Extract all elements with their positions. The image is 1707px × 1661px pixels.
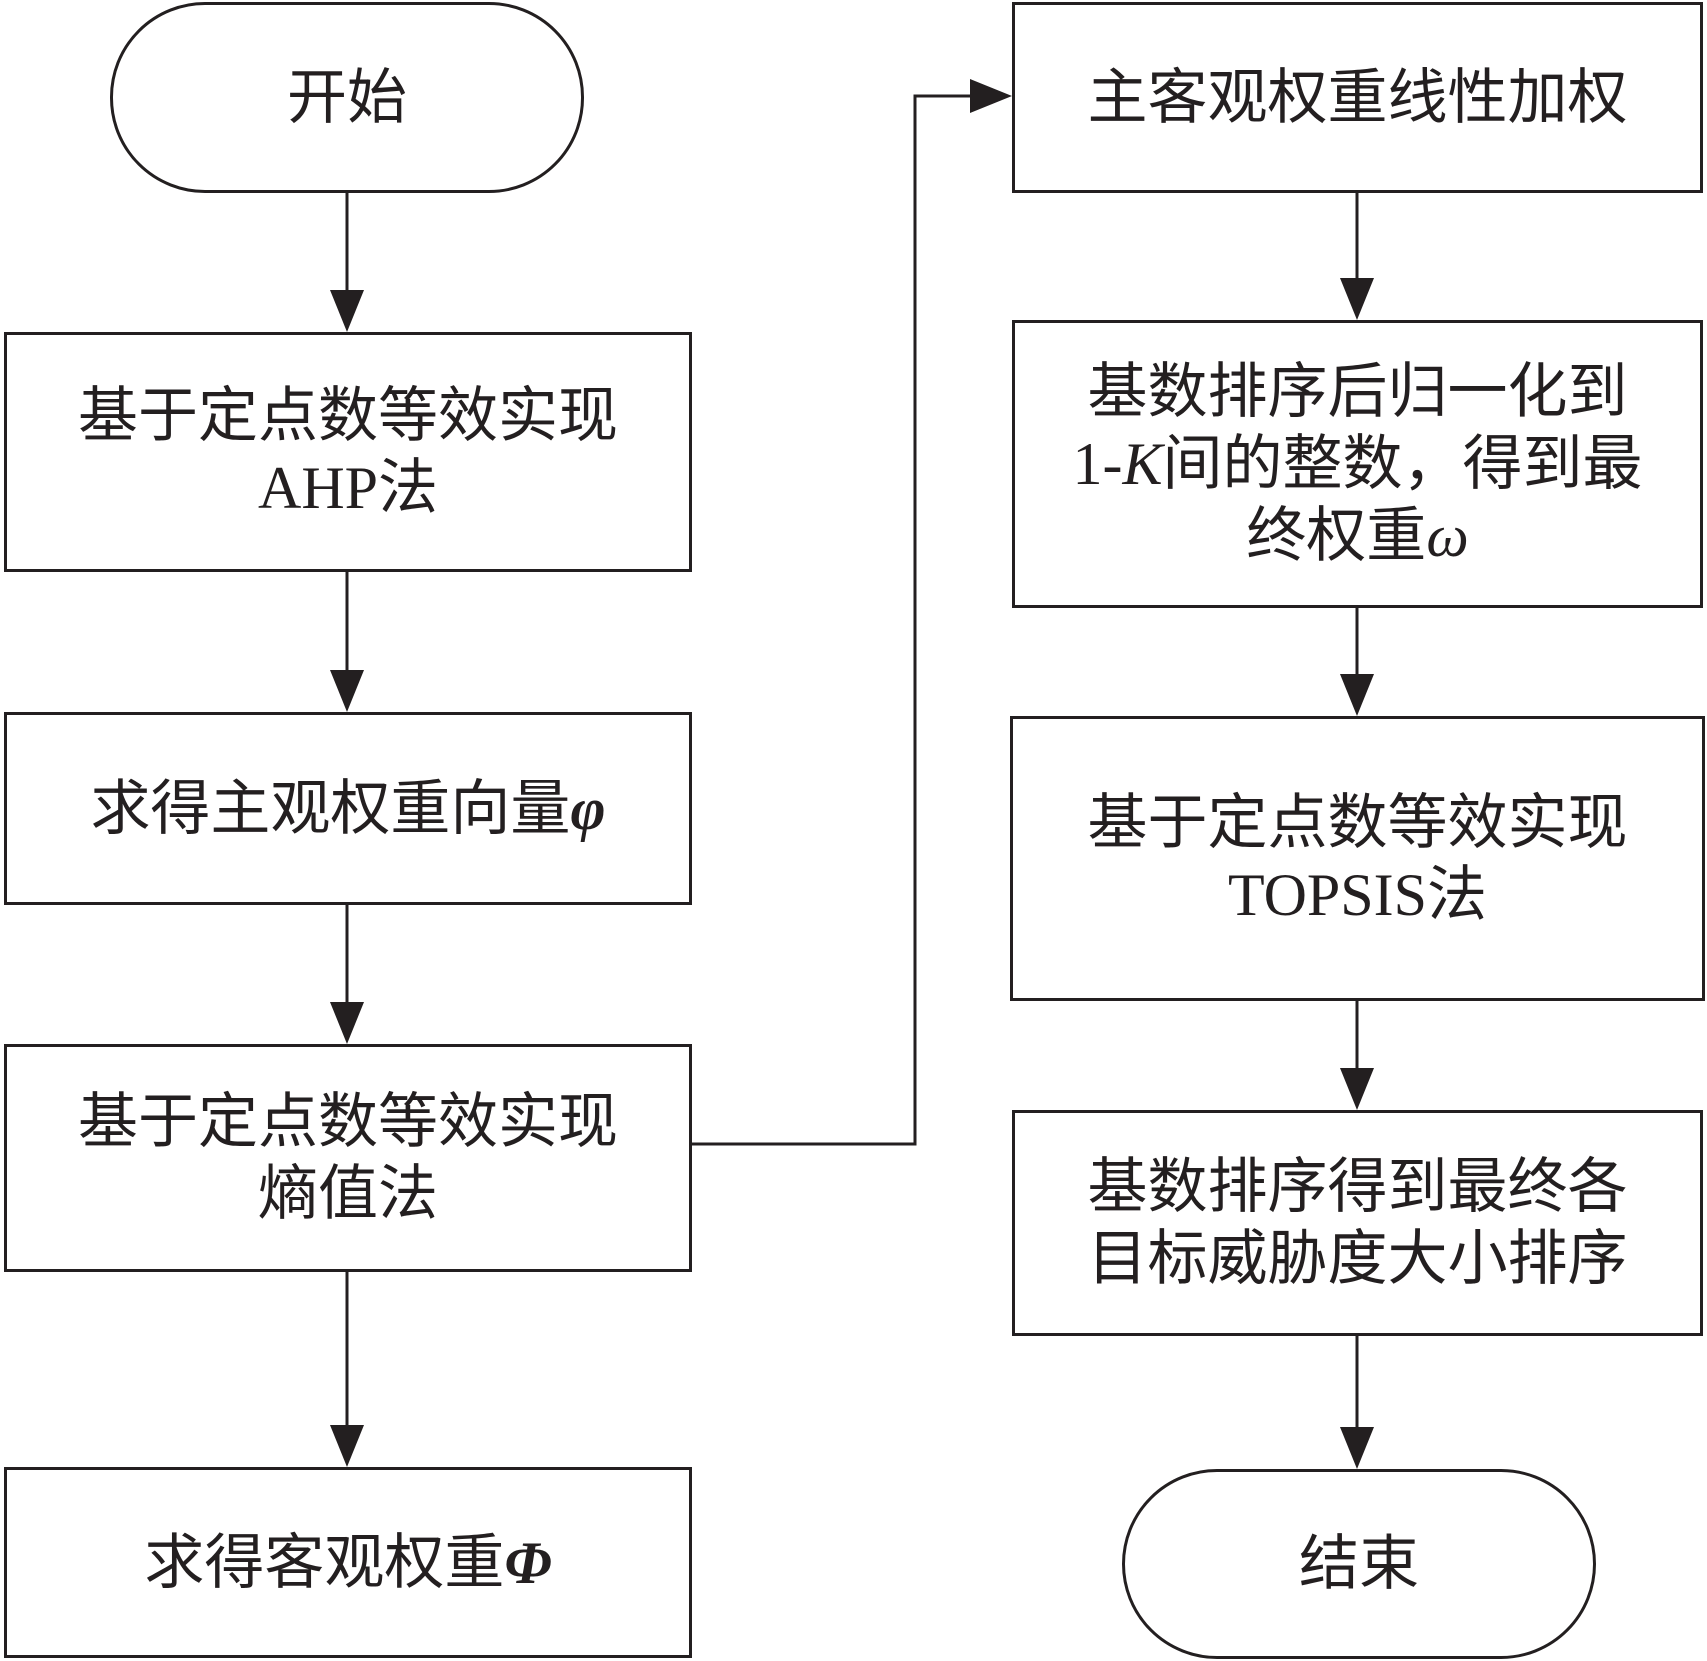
normalize-label-line3: 终权重ω [1246,501,1469,571]
entropy-label-line1: 基于定点数等效实现 [78,1087,618,1157]
end-label: 结束 [1299,1529,1419,1599]
topsis-process-box: 基于定点数等效实现 TOPSIS法 [1010,716,1705,1001]
ahp-label-line1: 基于定点数等效实现 [78,381,618,451]
start-terminal: 开始 [110,2,584,193]
rank-label-line1: 基数排序得到最终各 [1087,1152,1628,1222]
topsis-label-line1: 基于定点数等效实现 [1087,787,1628,858]
edge-entropy-to-combine [692,94,998,1146]
Phi-symbol: Φ [504,1529,552,1596]
subjective-weight-box: 求得主观权重向量φ [4,712,692,905]
normalize-box: 基数排序后归一化到 1-K间的整数，得到最 终权重ω [1012,320,1703,608]
ahp-process-box: 基于定点数等效实现 AHP法 [4,332,692,572]
rank-label-line2: 目标威胁度大小排序 [1087,1224,1628,1294]
omega-symbol: ω [1426,503,1469,569]
rank-box: 基数排序得到最终各 目标威胁度大小排序 [1012,1110,1703,1336]
start-label: 开始 [287,62,407,133]
ahp-label-line2: AHP法 [257,453,439,523]
combine-weight-box: 主客观权重线性加权 [1012,2,1703,193]
topsis-label-line2: TOPSIS法 [1228,859,1487,930]
normalize-label-line1: 基数排序后归一化到 [1087,357,1628,427]
objective-weight-box: 求得客观权重Φ [4,1467,692,1658]
entropy-process-box: 基于定点数等效实现 熵值法 [4,1044,692,1272]
end-terminal: 结束 [1122,1469,1596,1659]
K-symbol: K [1122,431,1163,497]
normalize-label-line2: 1-K间的整数，得到最 [1072,429,1643,499]
subjective-weight-label: 求得主观权重向量φ [90,773,606,844]
phi-symbol: φ [570,775,606,842]
objective-weight-label: 求得客观权重Φ [144,1527,552,1598]
entropy-label-line2: 熵值法 [258,1159,438,1229]
combine-weight-label: 主客观权重线性加权 [1087,62,1628,133]
